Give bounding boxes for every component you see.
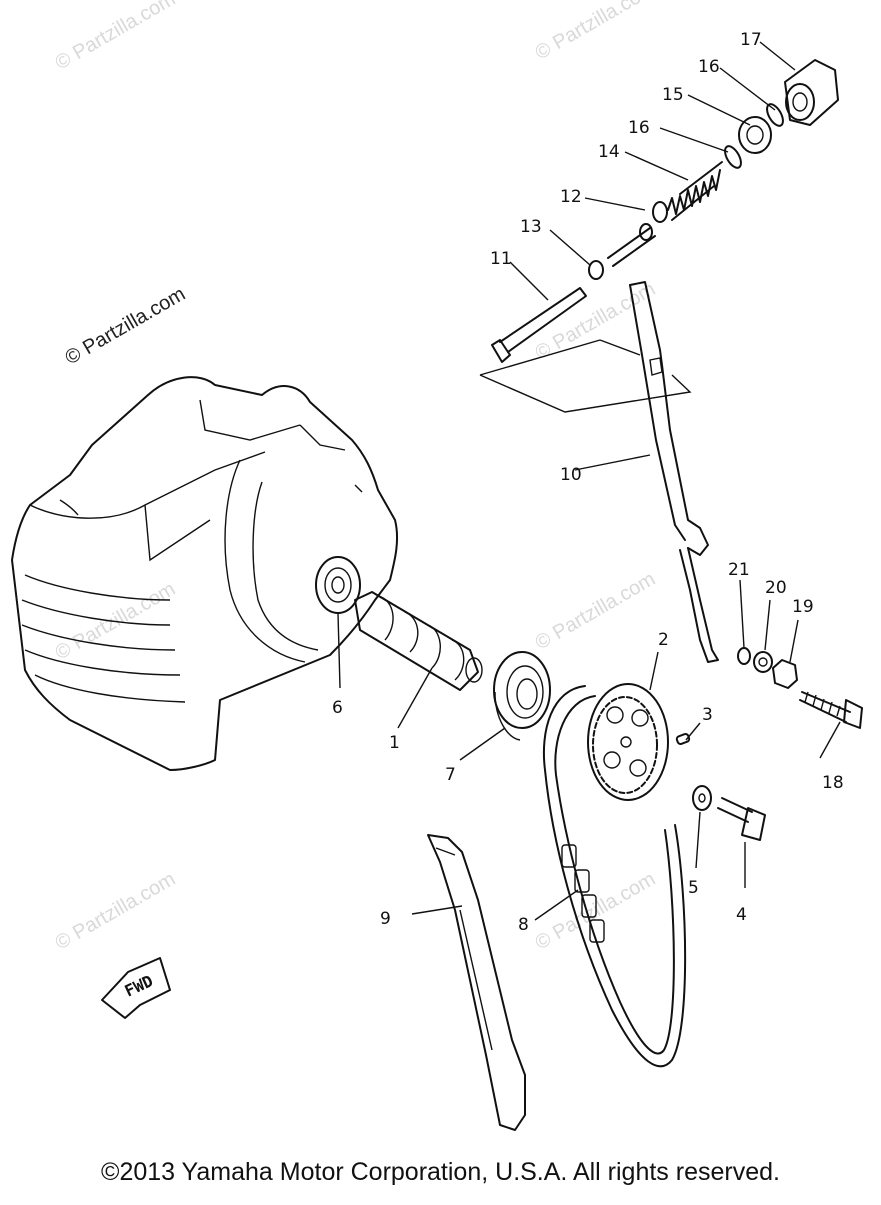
- cam-chain-8: [542, 685, 687, 1068]
- callout-1: 1: [389, 733, 400, 753]
- callout-17: 17: [740, 30, 762, 50]
- callout-3: 3: [702, 705, 713, 725]
- callouts: 1 2 3 4 5 6 7 8 9 10 11 12 13 14 15 16 1…: [332, 30, 844, 935]
- callout-5: 5: [688, 878, 699, 898]
- callout-19: 19: [792, 597, 814, 617]
- bearing-7: [493, 651, 551, 741]
- callout-16: 16: [698, 57, 720, 77]
- cap-17: [784, 59, 839, 126]
- callout-20: 20: [765, 578, 787, 598]
- spring-14: [667, 161, 723, 221]
- bearing-6: [315, 556, 361, 614]
- camshaft-1: [354, 591, 483, 691]
- nut-13: [588, 260, 604, 280]
- callout-4: 4: [736, 905, 747, 925]
- callout-2: 2: [658, 630, 669, 650]
- watermark-dark: © Partzilla.com: [62, 283, 190, 369]
- nut-19: [772, 659, 798, 689]
- washer-20: [753, 651, 773, 673]
- leader-lines: [337, 41, 841, 921]
- callout-15: 15: [662, 85, 684, 105]
- washer-21: [737, 647, 751, 665]
- callout-6: 6: [332, 698, 343, 718]
- spring-12: [607, 201, 668, 267]
- copyright-notice: ©2013 Yamaha Motor Corporation, U.S.A. A…: [101, 1158, 780, 1186]
- o-ring-16a: [724, 145, 742, 169]
- callout-13: 13: [520, 217, 542, 237]
- callout-9: 9: [380, 909, 391, 929]
- reference-box: [479, 339, 692, 413]
- fwd-arrow: FWD: [101, 957, 171, 1019]
- chain-links: [561, 844, 605, 943]
- watermark: © Partzilla.com: [532, 568, 660, 654]
- callout-16: 16: [628, 118, 650, 138]
- bolt-4: [717, 797, 766, 841]
- chain-guide-9: [427, 834, 526, 1131]
- tensioner-guide-10: [629, 281, 719, 663]
- callout-8: 8: [518, 915, 529, 935]
- bolt-18: [799, 691, 863, 729]
- callout-10: 10: [560, 465, 582, 485]
- callout-11: 11: [490, 249, 512, 269]
- callout-12: 12: [560, 187, 582, 207]
- plug-15: [738, 116, 772, 154]
- watermark: © Partzilla.com: [52, 0, 180, 74]
- callout-18: 18: [822, 773, 844, 793]
- callout-14: 14: [598, 142, 620, 162]
- watermark: © Partzilla.com: [532, 0, 660, 64]
- cylinder-head: [11, 376, 399, 771]
- sprocket-2: [587, 683, 669, 801]
- fwd-label: FWD: [122, 971, 156, 1000]
- callout-7: 7: [445, 765, 456, 785]
- pin-3: [675, 733, 691, 745]
- callout-21: 21: [728, 560, 750, 580]
- watermark: © Partzilla.com: [52, 868, 180, 954]
- rod-11: [491, 287, 587, 363]
- washer-5: [692, 785, 712, 811]
